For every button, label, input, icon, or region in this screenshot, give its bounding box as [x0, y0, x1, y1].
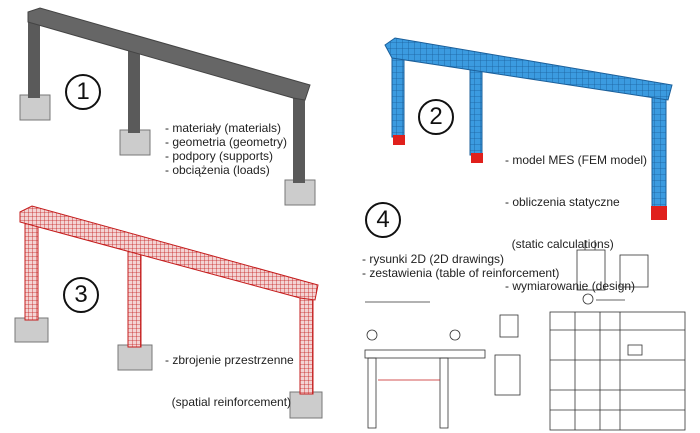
step-3-item: - zbrojenie przestrzenne [165, 353, 294, 367]
step-4-item: - zestawienia (table of reinforcement) [362, 266, 560, 280]
2d-drawings [364, 240, 686, 431]
step-2-number: 2 [418, 99, 454, 135]
step-3-list: - zbrojenie przestrzenne (spatial reinfo… [165, 325, 294, 423]
reinforcement-frame-model [14, 205, 323, 419]
step-1-item: - podpory (supports) [165, 149, 274, 163]
step-1-number: 1 [65, 74, 101, 110]
step-2-item: (static calculations) [505, 237, 614, 251]
step-4-item: - rysunki 2D (2D drawings) [362, 252, 505, 266]
step-2-item: - model MES (FEM model) [505, 153, 648, 167]
step-1-item: - geometria (geometry) [165, 135, 288, 149]
step-1-item: - obciążenia (loads) [165, 163, 270, 177]
step-2-list: - model MES (FEM model) - obliczenia sta… [505, 125, 647, 307]
step-4-number: 4 [365, 202, 401, 238]
concrete-frame-model [19, 7, 316, 206]
step-1-item: - materiały (materials) [165, 121, 282, 135]
step-1-list: - materiały (materials) - geometria (geo… [165, 121, 287, 177]
step-3-item: (spatial reinforcement) [165, 395, 292, 409]
step-3-number: 3 [63, 277, 99, 313]
step-4-list: - rysunki 2D (2D drawings) - zestawienia… [362, 252, 559, 280]
step-2-item: - obliczenia statyczne [505, 195, 620, 209]
step-2-item: - wymiarowanie (design) [505, 279, 636, 293]
fem-frame-model [384, 37, 673, 220]
